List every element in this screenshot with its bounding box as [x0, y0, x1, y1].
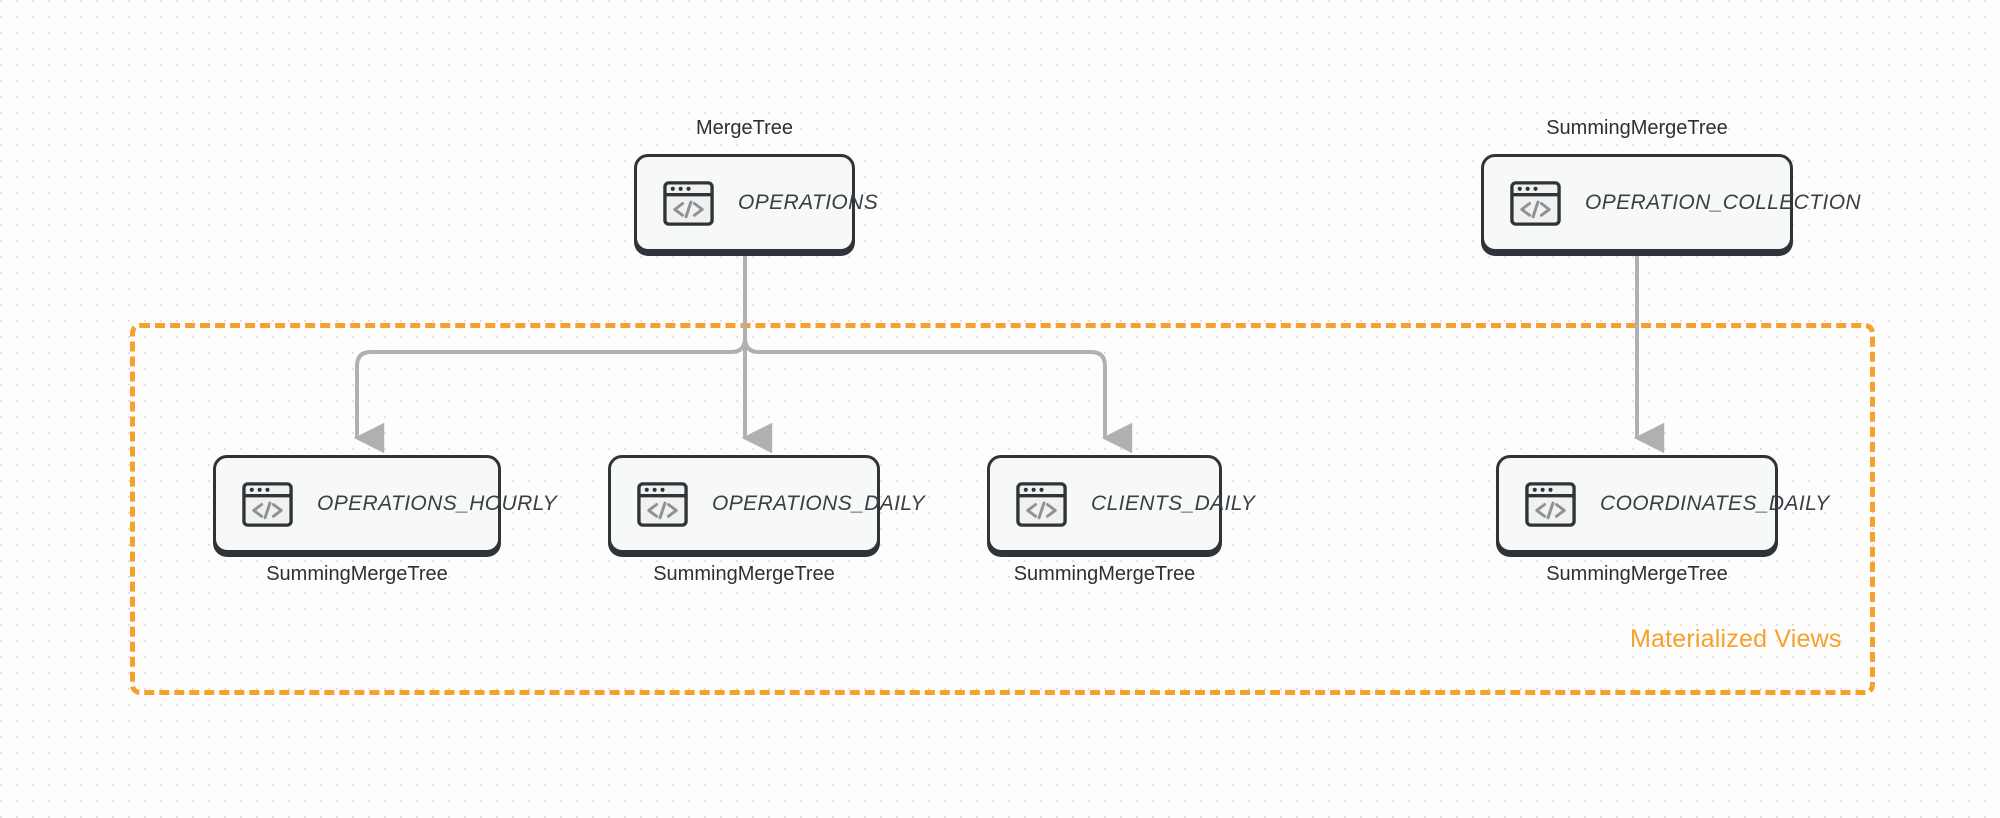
engine-label-clients-daily: SummingMergeTree — [1013, 563, 1196, 585]
code-window-icon — [661, 176, 716, 231]
node-operations[interactable]: OPERATIONS — [634, 154, 878, 252]
node-clients-daily[interactable]: CLIENTS_DAILY — [987, 455, 1255, 553]
node-label-operations-hourly: OPERATIONS_HOURLY — [317, 492, 558, 515]
node-label-clients-daily: CLIENTS_DAILY — [1091, 492, 1256, 515]
node-label-operations-daily: OPERATIONS_DAILY — [712, 492, 925, 515]
code-window-icon — [1014, 477, 1069, 532]
code-window-icon — [240, 477, 295, 532]
engine-label-operations-hourly: SummingMergeTree — [266, 563, 448, 585]
node-operation-collection[interactable]: OPERATION_COLLECTION — [1481, 154, 1861, 252]
node-operations-hourly[interactable]: OPERATIONS_HOURLY — [213, 455, 557, 553]
materialized-views-group-label: Materialized Views — [1630, 625, 1842, 653]
node-label-coordinates-daily: COORDINATES_DAILY — [1600, 492, 1830, 515]
engine-label-operations-daily: SummingMergeTree — [653, 563, 835, 585]
engine-label-coordinates-daily: SummingMergeTree — [1546, 563, 1728, 585]
code-window-icon — [635, 477, 690, 532]
node-operations-daily[interactable]: OPERATIONS_DAILY — [608, 455, 925, 553]
node-label-operation-collection: OPERATION_COLLECTION — [1585, 191, 1861, 214]
code-window-icon — [1508, 176, 1563, 231]
node-coordinates-daily[interactable]: COORDINATES_DAILY — [1496, 455, 1829, 553]
node-label-operations: OPERATIONS — [738, 191, 879, 214]
engine-label-operations: MergeTree — [695, 117, 794, 139]
engine-label-operation-collection: SummingMergeTree — [1546, 117, 1728, 139]
code-window-icon — [1523, 477, 1578, 532]
